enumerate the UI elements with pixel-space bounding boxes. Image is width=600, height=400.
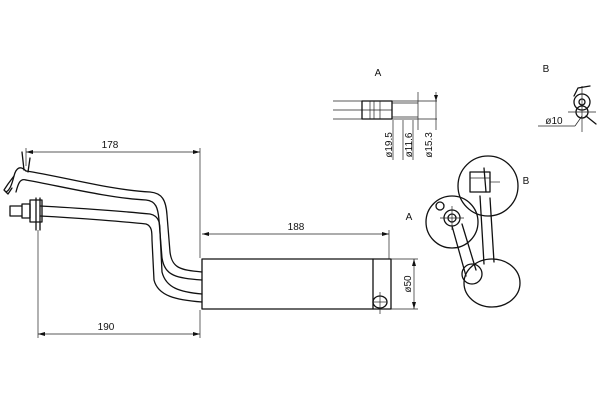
dim-label-11-6: ø11.6 [404,132,415,157]
dimension-dryer-length: 188 [202,222,390,259]
detail-a-view: A ø19.5 ø11.6 ø15.3 [333,68,438,160]
callout-label-b: B [523,176,530,187]
dim-label-50: ø50 [403,275,414,293]
dim-label-15-3: ø15.3 [424,132,435,158]
dimension-pipe-length-top: 178 [25,140,201,258]
dryer-canister [201,258,392,310]
dim-label-bolt-10: ø10 [545,116,563,127]
dim-label-178: 178 [102,140,119,151]
dim-label-19-5: ø19.5 [384,132,395,158]
callout-label-a: A [406,212,413,223]
dimension-pipe-length-bottom: 190 [37,230,201,338]
end-view: B A [406,155,530,308]
dimension-dryer-diameter: ø50 [391,258,418,310]
callout-circle-a [425,195,479,249]
dim-label-190: 190 [98,322,115,333]
detail-a-title: A [375,68,382,79]
detail-b-view: B ø10 [538,64,597,132]
dim-label-188: 188 [288,222,305,233]
hose-assembly-side-view [3,151,392,314]
callout-circle-b [457,155,519,217]
detail-b-title: B [543,64,550,75]
